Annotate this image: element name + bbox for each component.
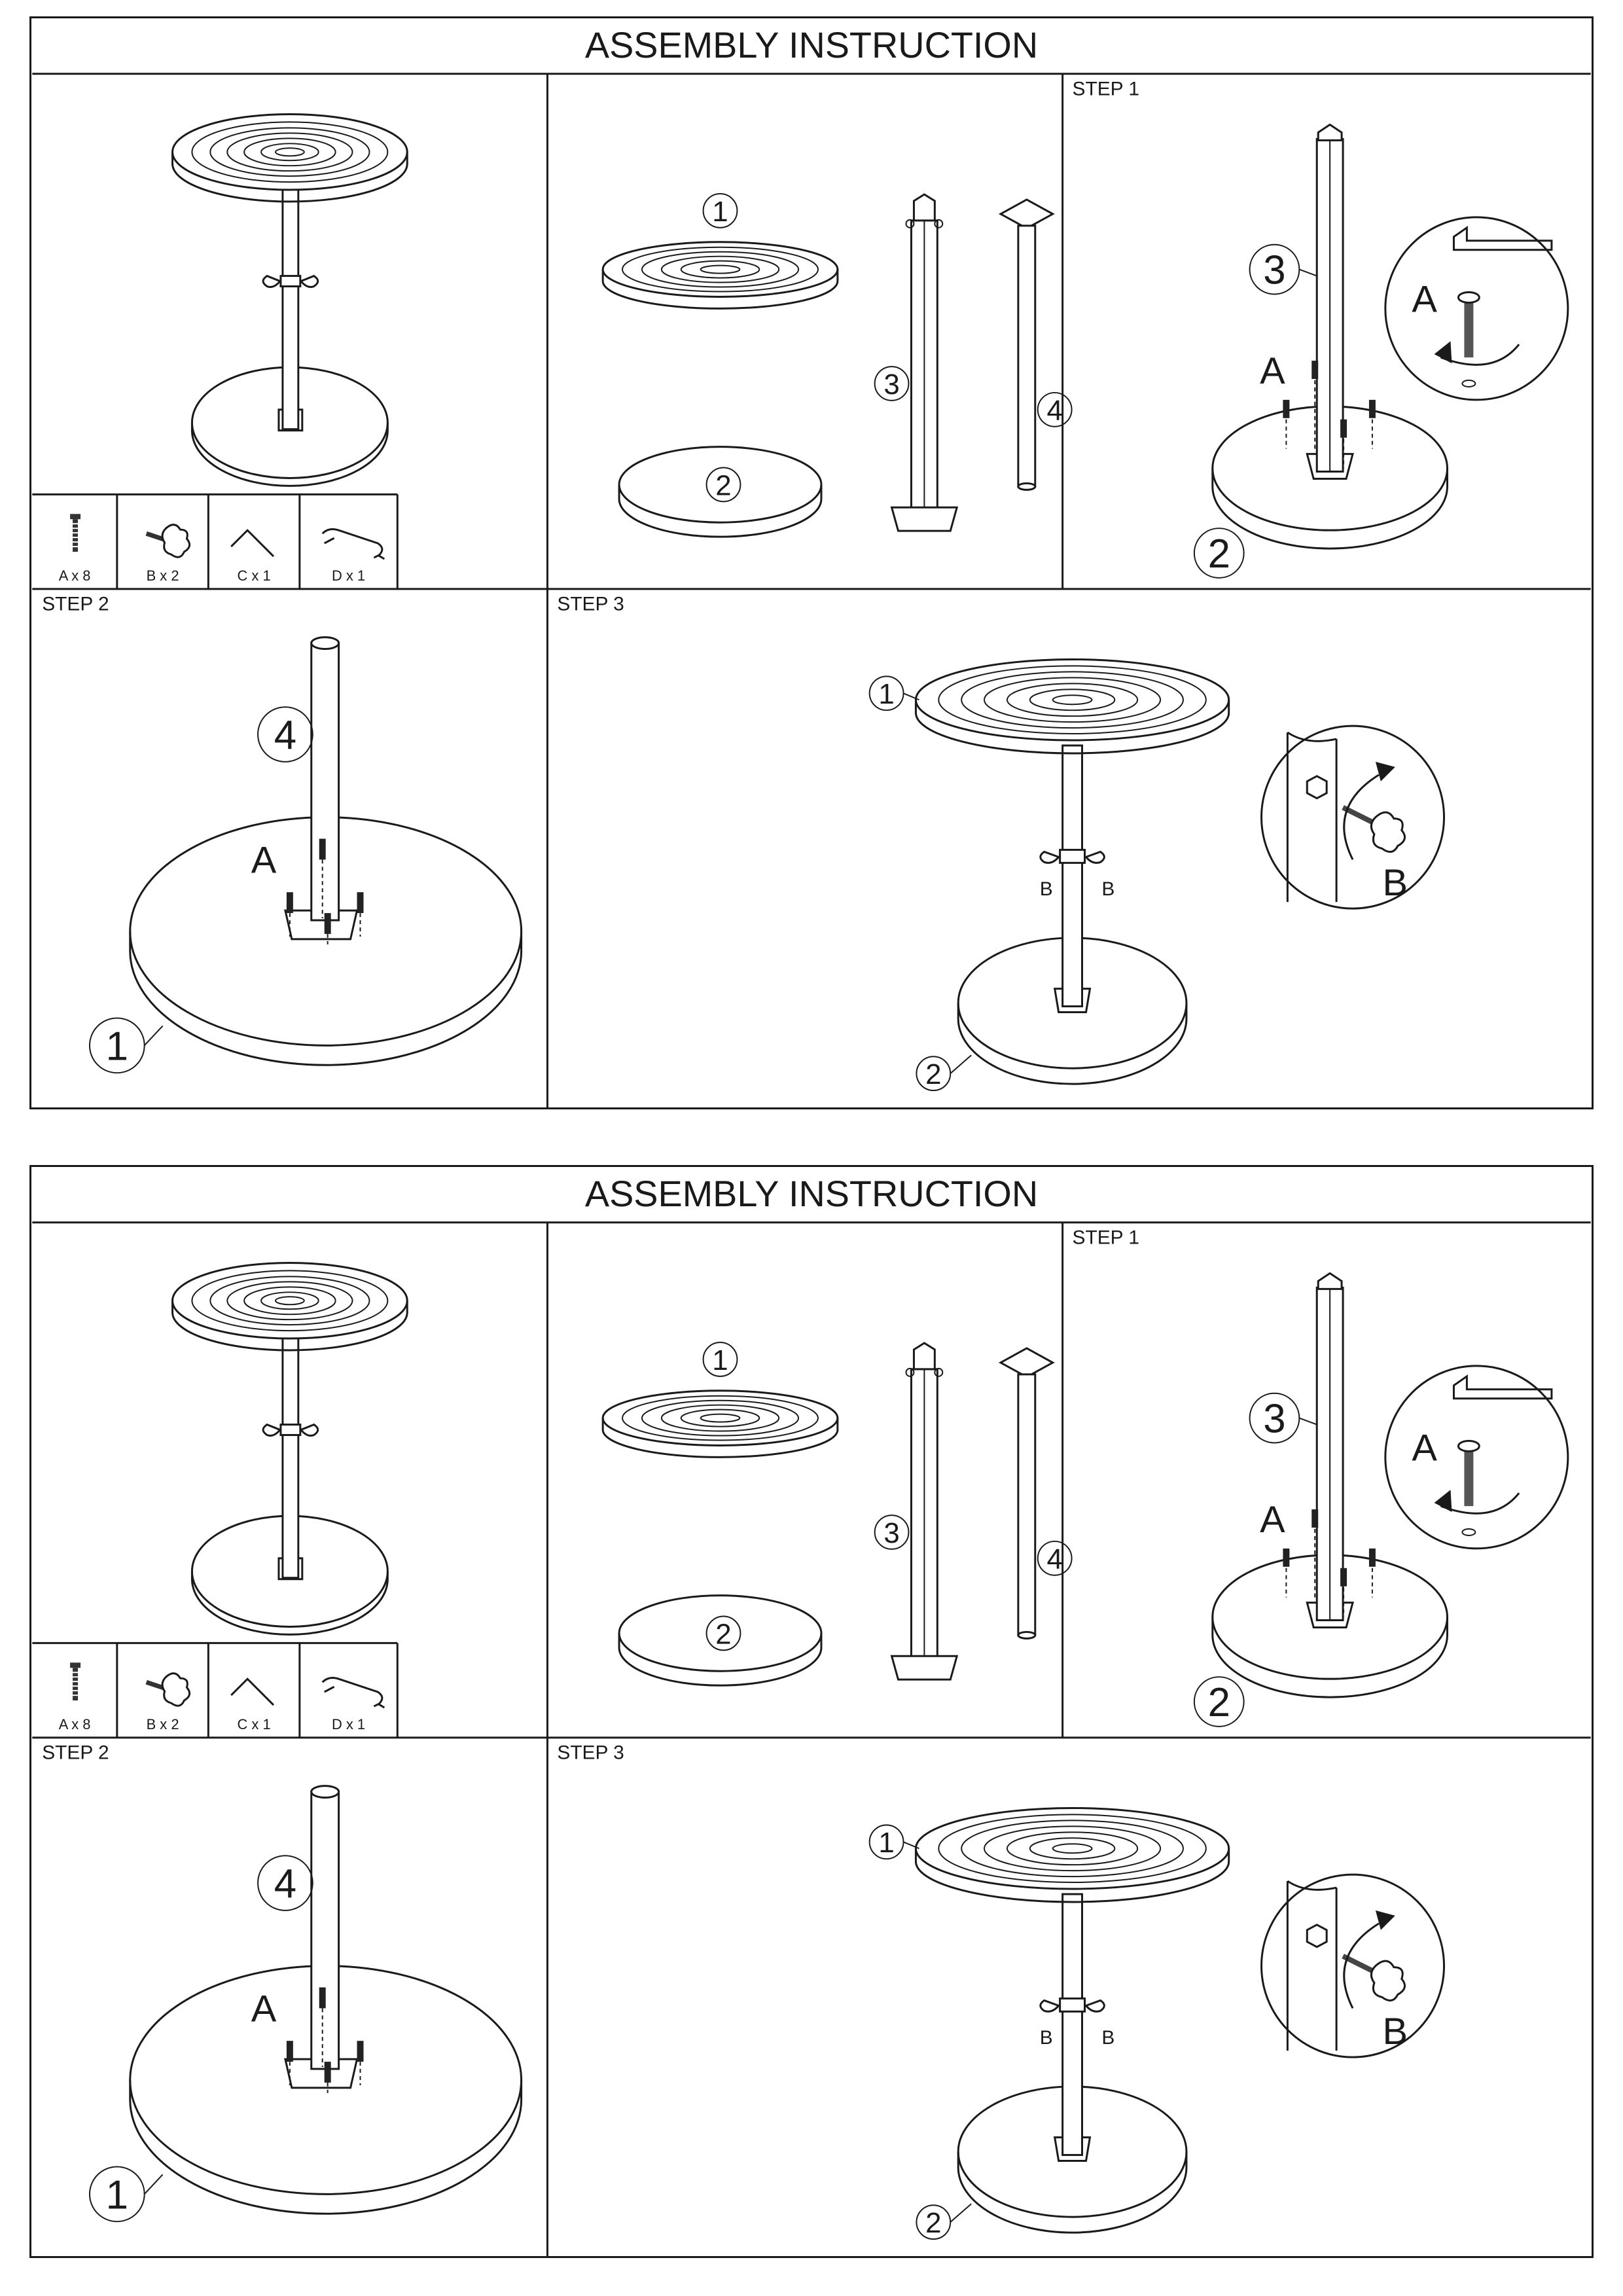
step1-hardware-a: A (1260, 350, 1285, 392)
step1-part-3: 3 (1263, 248, 1285, 293)
step1-illustration (1211, 123, 1569, 550)
step2-part-1: 1 (106, 1024, 128, 1069)
step3-illustration (914, 1806, 1446, 2234)
step2-part-4: 4 (274, 1861, 296, 1907)
step1-illustration (1211, 1272, 1569, 1698)
part-c-label: C x 1 (238, 1716, 271, 1732)
step1-detail-a: A (1412, 278, 1437, 320)
sheet-title: ASSEMBLY INSTRUCTION (585, 1173, 1038, 1214)
step3-label: STEP 3 (557, 594, 624, 615)
step3-detail-b: B (1383, 2011, 1408, 2053)
component-inner-tube (998, 198, 1055, 491)
step3-hardware-b-left: B (1040, 2027, 1053, 2049)
instruction-sheet-1: ASSEMBLY INSTRUCTION (29, 16, 1594, 1109)
step1-label: STEP 1 (1073, 79, 1139, 100)
part-b-label: B x 2 (147, 567, 179, 584)
instruction-sheet-2: ASSEMBLY INSTRUCTION (29, 1165, 1594, 2258)
component-inner-tube (998, 1347, 1055, 1640)
step1-detail-a: A (1412, 1427, 1437, 1469)
part-a-label: A x 8 (59, 1716, 91, 1732)
step3-hardware-b-right: B (1101, 2027, 1115, 2049)
knob-bolt-icon (145, 524, 191, 558)
component-tabletop (601, 241, 839, 310)
step2-illustration (129, 636, 523, 1066)
part-d-label: D x 1 (332, 567, 365, 584)
sheet-drawing: ASSEMBLY INSTRUCTION (32, 24, 1591, 1107)
part-a-label: A x 8 (59, 567, 91, 584)
component-outer-tube (890, 1342, 959, 1681)
assembled-table-illustration (171, 1261, 408, 1636)
step1-hardware-a: A (1260, 1499, 1285, 1541)
step3-label: STEP 3 (557, 1742, 624, 1764)
allen-key-icon (230, 1677, 275, 1706)
part-b-label: B x 2 (147, 1716, 179, 1732)
component-label-2: 2 (715, 1618, 731, 1650)
step1-label: STEP 1 (1073, 1227, 1139, 1249)
assembled-table-illustration (171, 113, 408, 487)
part-d-label: D x 1 (332, 1716, 365, 1732)
step3-hardware-b-right: B (1101, 878, 1115, 900)
allen-key-icon (230, 529, 275, 558)
component-label-1: 1 (712, 1344, 728, 1376)
step2-part-1: 1 (106, 2172, 128, 2217)
step3-part-2: 2 (925, 1058, 941, 1090)
component-base (618, 446, 823, 538)
step2-hardware-a: A (251, 1988, 277, 2030)
step1-part-2: 2 (1208, 531, 1230, 577)
step3-part-1: 1 (878, 678, 894, 710)
component-label-1: 1 (712, 196, 728, 228)
component-label-3: 3 (883, 368, 899, 401)
step1-part-2: 2 (1208, 1680, 1230, 1725)
step2-hardware-a: A (251, 839, 277, 881)
component-outer-tube (890, 193, 959, 532)
component-base (618, 1594, 823, 1687)
step2-label: STEP 2 (42, 594, 109, 615)
part-c-label: C x 1 (238, 567, 271, 584)
component-label-4: 4 (1046, 1543, 1062, 1575)
step2-label: STEP 2 (42, 1742, 109, 1764)
sheet-drawing: ASSEMBLY INSTRUCTION (32, 1173, 1591, 2256)
wrench-icon (321, 528, 385, 560)
step3-part-2: 2 (925, 2207, 941, 2239)
component-label-3: 3 (883, 1517, 899, 1549)
screw-icon (70, 514, 81, 552)
screw-icon (70, 1662, 81, 1701)
step3-detail-b: B (1383, 862, 1408, 904)
step1-part-3: 3 (1263, 1397, 1285, 1442)
wrench-icon (321, 1677, 385, 1709)
step2-part-4: 4 (274, 713, 296, 758)
step3-part-1: 1 (878, 1827, 894, 1859)
step2-illustration (129, 1785, 523, 2215)
component-label-4: 4 (1046, 395, 1062, 427)
step3-hardware-b-left: B (1040, 878, 1053, 900)
step3-illustration (914, 658, 1446, 1085)
component-label-2: 2 (715, 469, 731, 501)
component-tabletop (601, 1390, 839, 1458)
sheet-title: ASSEMBLY INSTRUCTION (585, 24, 1038, 65)
knob-bolt-icon (145, 1672, 191, 1707)
